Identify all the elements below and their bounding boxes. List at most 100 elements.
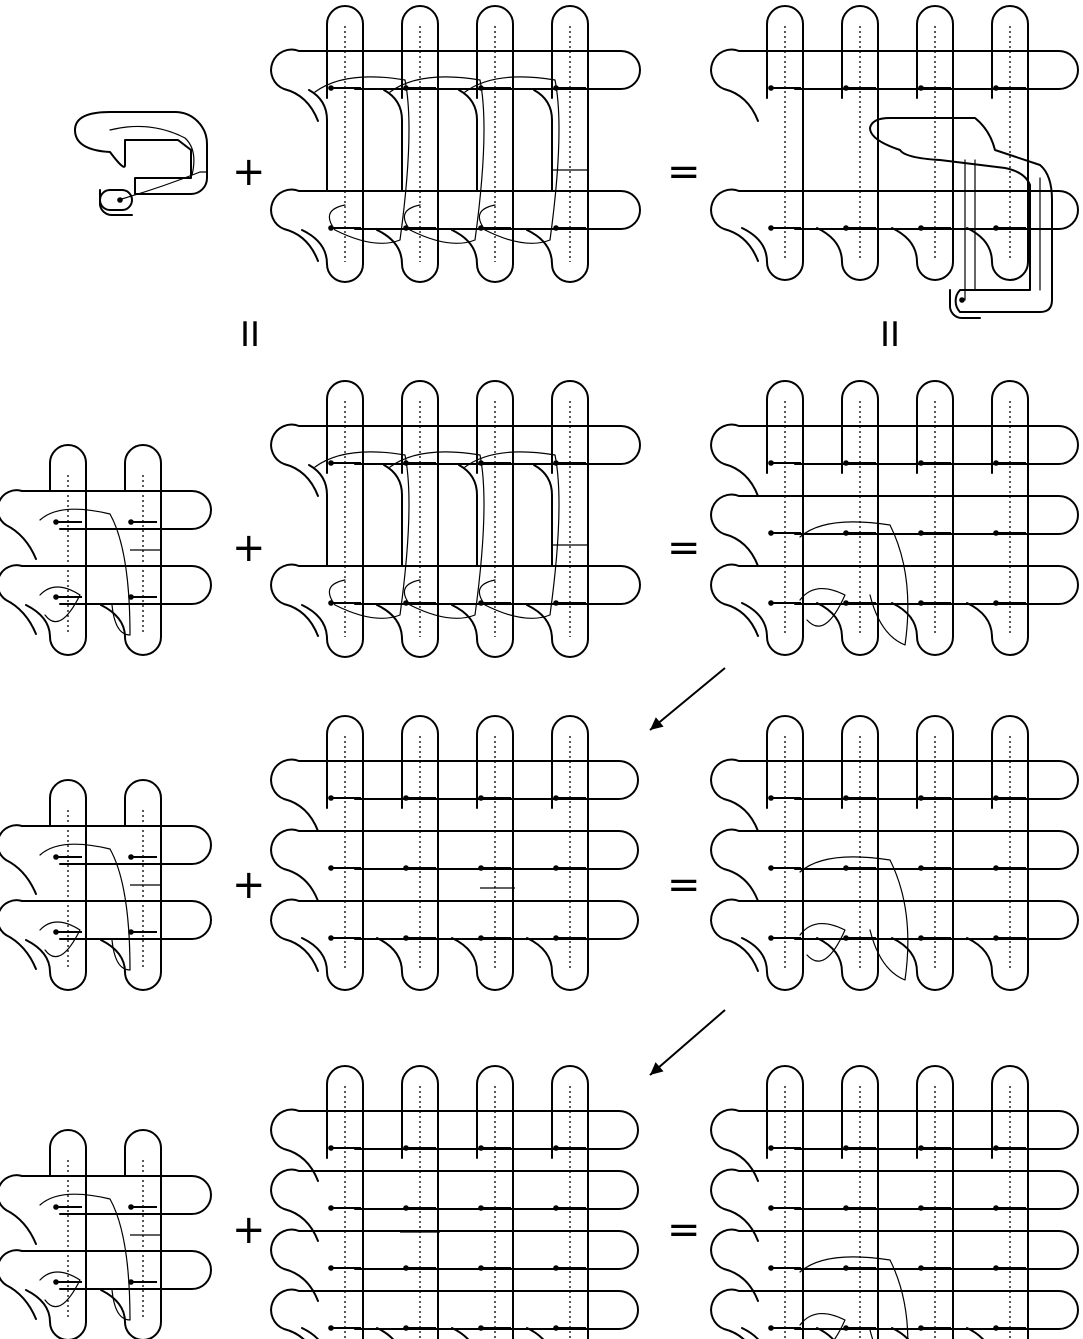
band-crossing-dot — [53, 594, 59, 600]
result-row4 — [711, 1066, 1078, 1339]
band-crossing-dot — [918, 85, 924, 91]
glyph-outline — [75, 112, 207, 194]
band-strand — [22, 1251, 211, 1289]
band-crossing-dot — [478, 1205, 484, 1211]
band-crossing-dot — [993, 865, 999, 871]
band-hook — [711, 495, 758, 566]
column-strand — [26, 445, 86, 655]
three-band-four-column-shifted-row4 — [271, 1066, 638, 1339]
band-crossing-dot — [553, 225, 559, 231]
arrow-shaft — [650, 668, 725, 730]
band-crossing-dot — [768, 795, 774, 801]
column-inner — [384, 465, 402, 565]
two-band-four-column-row2 — [271, 381, 640, 657]
column-inner — [534, 465, 552, 565]
equals-sign-row4: = — [667, 1210, 701, 1250]
column-strand — [967, 716, 1028, 990]
band-crossing-dot — [993, 460, 999, 466]
column-strand — [892, 381, 953, 655]
band-crossing-dot — [53, 929, 59, 935]
column-inner — [534, 90, 552, 190]
column-strand — [302, 381, 363, 657]
band-crossing-dot — [478, 1145, 484, 1151]
band-crossing-dot — [993, 85, 999, 91]
column-strand — [817, 381, 878, 655]
band-crossing-dot — [478, 935, 484, 941]
column-strand — [302, 6, 363, 282]
band-crossing-dot — [768, 1205, 774, 1211]
two-by-two-grid-row4 — [0, 1130, 211, 1339]
band-strand — [22, 1176, 211, 1214]
band-strand — [22, 826, 211, 864]
plus-sign-row1: + — [232, 152, 266, 192]
band-crossing-dot — [918, 530, 924, 536]
band-crossing-dot — [53, 1204, 59, 1210]
column-strand — [452, 6, 513, 282]
band-crossing-dot — [768, 85, 774, 91]
column-strand — [967, 381, 1028, 655]
band-hook — [0, 490, 36, 559]
column-inner — [384, 90, 402, 190]
band-hook — [271, 830, 318, 901]
band-crossing-dot — [843, 865, 849, 871]
band-crossing-dot — [328, 1265, 334, 1271]
band-crossing-dot — [993, 1325, 999, 1331]
column-strand — [892, 716, 953, 990]
band-hook — [711, 565, 758, 636]
column-strand — [742, 6, 803, 280]
band-crossing-dot — [403, 1325, 409, 1331]
column-strand — [527, 6, 588, 282]
band-hook — [711, 425, 758, 496]
band-crossing-dot — [993, 1145, 999, 1151]
band-crossing-dot — [403, 865, 409, 871]
band-crossing-dot — [768, 225, 774, 231]
band-hook — [711, 900, 758, 971]
arrow-row3-to-row4 — [650, 1010, 725, 1075]
band-crossing-dot — [768, 1325, 774, 1331]
band-crossing-dot — [553, 600, 559, 606]
column-strand — [26, 780, 86, 990]
band-crossing-dot — [328, 795, 334, 801]
band-crossing-dot — [843, 600, 849, 606]
glyph-bottom-curve — [100, 190, 132, 215]
band-crossing-dot — [843, 1325, 849, 1331]
band-crossing-dot — [768, 935, 774, 941]
band-strand — [22, 566, 211, 604]
column-strand — [302, 716, 363, 990]
band-crossing-dot — [328, 1145, 334, 1151]
arrow-shaft — [650, 1010, 725, 1075]
band-crossing-dot — [843, 85, 849, 91]
vertical-equals-left: II — [240, 318, 260, 352]
band-crossing-dot — [128, 1204, 134, 1210]
column-strand — [377, 716, 438, 990]
column-strand — [452, 1066, 513, 1339]
band-crossing-dot — [918, 460, 924, 466]
band-crossing-dot — [328, 1205, 334, 1211]
three-band-four-column-row3 — [271, 716, 638, 990]
band-crossing-dot — [403, 1205, 409, 1211]
band-crossing-dot — [328, 1325, 334, 1331]
band-crossing-dot — [128, 519, 134, 525]
band-crossing-dot — [843, 935, 849, 941]
band-hook — [0, 1175, 36, 1244]
column-strand — [377, 381, 438, 657]
band-crossing-dot — [553, 795, 559, 801]
column-strand — [967, 6, 1028, 280]
band-hook — [271, 565, 318, 636]
band-crossing-dot — [843, 1145, 849, 1151]
band-crossing-dot — [918, 225, 924, 231]
band-crossing-dot — [403, 1265, 409, 1271]
two-band-four-column-row1 — [271, 6, 640, 282]
column-strand — [742, 716, 803, 990]
glyph-inner-curve — [110, 126, 194, 175]
column-strand — [817, 716, 878, 990]
band-crossing-dot — [918, 1265, 924, 1271]
column-strand — [817, 6, 878, 280]
column-inner — [309, 90, 327, 190]
band-crossing-dot — [553, 1325, 559, 1331]
band-crossing-dot — [53, 854, 59, 860]
band-hook — [271, 1290, 318, 1339]
band-crossing-dot — [843, 795, 849, 801]
band-crossing-dot — [328, 85, 334, 91]
result-row2 — [711, 381, 1078, 655]
